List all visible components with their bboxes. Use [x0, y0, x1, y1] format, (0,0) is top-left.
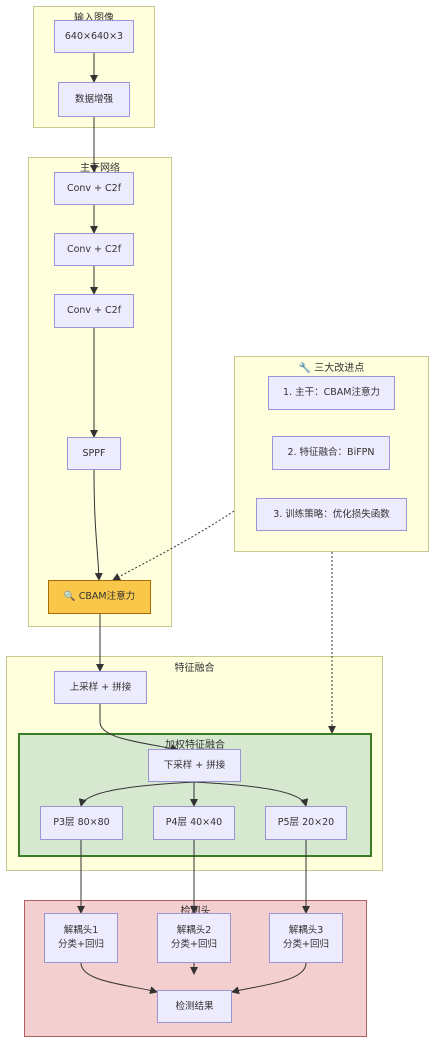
- sppf-node[interactable]: SPPF: [67, 437, 121, 470]
- edge-sppf-cbam: [93, 469, 103, 581]
- conv-c2f-label-3: Conv + C2f: [66, 305, 122, 317]
- data-augment-node[interactable]: 数据增强: [58, 82, 130, 117]
- conv-c2f-label-2: Conv + C2f: [66, 243, 122, 255]
- p4-layer-node[interactable]: P4层 40×40: [153, 806, 235, 840]
- conv-c2f-label-1: Conv + C2f: [66, 182, 122, 194]
- decoupled-head-3-subtitle: 分类+回归: [283, 939, 329, 950]
- improvement-2-node[interactable]: 2. 特征融合：BiFPN: [272, 436, 390, 470]
- decoupled-head-1-subtitle: 分类+回归: [58, 939, 104, 950]
- decoupled-head-2-node[interactable]: 解耦头2 分类+回归: [157, 913, 231, 963]
- decoupled-head-2-title: 解耦头2: [176, 925, 212, 937]
- detection-result-node[interactable]: 检测结果: [157, 990, 232, 1023]
- detection-result-label: 检测结果: [175, 1000, 214, 1012]
- decoupled-head-1-title: 解耦头1: [63, 925, 99, 937]
- conv-c2f-node-1[interactable]: Conv + C2f: [54, 172, 134, 205]
- p5-layer-node[interactable]: P5层 20×20: [265, 806, 347, 840]
- p3-layer-label: P3层 80×80: [53, 817, 110, 829]
- upsample-concat-label: 上采样 + 拼接: [69, 681, 132, 693]
- edge-upsample-downsample: [99, 704, 179, 753]
- improvement-3-label: 3. 训练策略：优化损失函数: [273, 508, 390, 520]
- improvements-title: 🔧 三大改进点: [298, 363, 365, 374]
- weighted-fusion-title: 加权特征融合: [165, 740, 225, 751]
- cbam-attention-label: 🔍 CBAM注意力: [63, 591, 136, 603]
- improvement-1-node[interactable]: 1. 主干：CBAM注意力: [268, 376, 395, 410]
- conv-c2f-node-3[interactable]: Conv + C2f: [54, 294, 134, 328]
- decoupled-head-1-node[interactable]: 解耦头1 分类+回归: [44, 913, 118, 963]
- p5-layer-label: P5层 20×20: [277, 817, 335, 829]
- sppf-label: SPPF: [82, 447, 106, 459]
- downsample-concat-label: 下采样 + 拼接: [163, 759, 226, 771]
- improvement-2-label: 2. 特征融合：BiFPN: [287, 447, 375, 459]
- conv-c2f-node-2[interactable]: Conv + C2f: [54, 233, 134, 266]
- upsample-concat-node[interactable]: 上采样 + 拼接: [54, 671, 147, 704]
- input-size-label: 640×640×3: [64, 30, 124, 42]
- p4-layer-label: P4层 40×40: [165, 817, 223, 829]
- data-augment-label: 数据增强: [74, 93, 113, 105]
- input-image-title: 输入图像: [74, 13, 114, 24]
- backbone-title: 主干网络: [80, 163, 120, 174]
- edge-down-p5: [193, 781, 309, 807]
- decoupled-head-2-subtitle: 分类+回归: [171, 939, 217, 950]
- improvement-3-node[interactable]: 3. 训练策略：优化损失函数: [256, 498, 407, 531]
- downsample-concat-node[interactable]: 下采样 + 拼接: [148, 749, 241, 782]
- input-size-node[interactable]: 640×640×3: [54, 20, 134, 53]
- decoupled-head-3-node[interactable]: 解耦头3 分类+回归: [269, 913, 343, 963]
- edge-down-p3: [78, 781, 195, 807]
- feature-fusion-title: 特征融合: [174, 663, 215, 674]
- edge-head3-result: [231, 962, 307, 995]
- p3-layer-node[interactable]: P3层 80×80: [40, 806, 123, 840]
- edge-improve-cbam: [112, 510, 235, 581]
- edge-head1-result: [80, 962, 158, 995]
- improvement-1-label: 1. 主干：CBAM注意力: [283, 387, 380, 399]
- decoupled-head-3-title: 解耦头3: [288, 925, 324, 937]
- cbam-attention-node[interactable]: 🔍 CBAM注意力: [48, 580, 151, 614]
